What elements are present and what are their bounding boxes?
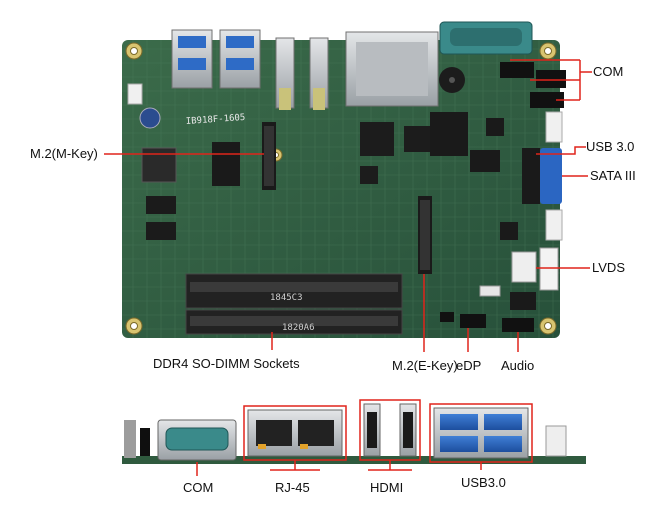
callout-lines (104, 59, 592, 352)
io-panel-view (122, 399, 586, 476)
ddr4-sockets (185, 273, 403, 335)
usb-stack-top (171, 29, 261, 89)
slot-bottom-silkscreen: 1820A6 (282, 323, 315, 333)
label-sata: SATA III (590, 168, 636, 183)
label-com-io: COM (183, 480, 214, 495)
mounting-holes (125, 42, 557, 335)
label-usb30-top: USB 3.0 (586, 139, 635, 154)
motherboard-top-view: IB918F-1605 1845C3 1820A6 (122, 21, 566, 338)
label-lvds: LVDS (592, 260, 625, 275)
hdmi-ports-side (363, 403, 417, 457)
label-com-top: COM (593, 64, 624, 79)
rj45-ports-side (247, 409, 343, 457)
label-m2-ekey: M.2(E-Key) (392, 358, 458, 373)
label-rj45-io: RJ-45 (275, 480, 310, 495)
com-port-side (157, 419, 237, 461)
board-id-silkscreen: IB918F-1605 (186, 113, 246, 127)
label-ddr4: DDR4 SO-DIMM Sockets (153, 356, 300, 371)
slot-top-silkscreen: 1845C3 (270, 293, 303, 303)
label-usb-io: USB3.0 (461, 475, 506, 490)
label-audio: Audio (501, 358, 535, 373)
usb-ports-side (433, 407, 529, 459)
label-m2-mkey: M.2(M-Key) (30, 146, 98, 161)
label-edp: eDP (456, 358, 482, 373)
label-hdmi-io: HDMI (370, 480, 404, 495)
